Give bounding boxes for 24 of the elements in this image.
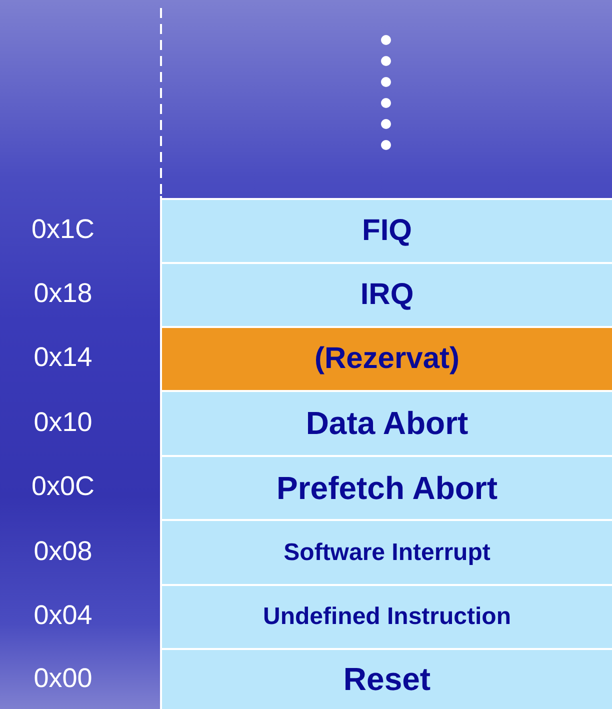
vector-address: 0x0C — [30, 471, 96, 502]
vector-table-row — [162, 390, 612, 455]
exception-name: IRQ — [360, 278, 414, 312]
vector-address: 0x14 — [32, 342, 94, 373]
vector-address: 0x08 — [32, 536, 94, 566]
exception-name: Reset — [343, 661, 431, 698]
vector-table-row — [162, 198, 612, 262]
vector-table-row — [162, 584, 612, 648]
exception-name: (Rezervat) — [314, 342, 460, 376]
vector-address: 0x18 — [32, 278, 94, 309]
vector-address: 0x04 — [32, 600, 94, 631]
exception-name: Software Interrupt — [284, 538, 490, 566]
exception-name: Undefined Instruction — [263, 603, 511, 631]
vector-table-row — [162, 262, 612, 326]
vector-table-row — [162, 648, 612, 709]
vector-table-row — [162, 519, 612, 584]
vector-address: 0x1C — [30, 214, 96, 245]
exception-name: FIQ — [362, 214, 412, 248]
vector-address: 0x10 — [32, 406, 94, 438]
vector-table-row — [162, 326, 612, 390]
vector-address: 0x00 — [32, 662, 94, 694]
exception-name: Data Abort — [306, 405, 468, 442]
vector-table-row — [162, 455, 612, 519]
exception-name: Prefetch Abort — [276, 470, 498, 506]
